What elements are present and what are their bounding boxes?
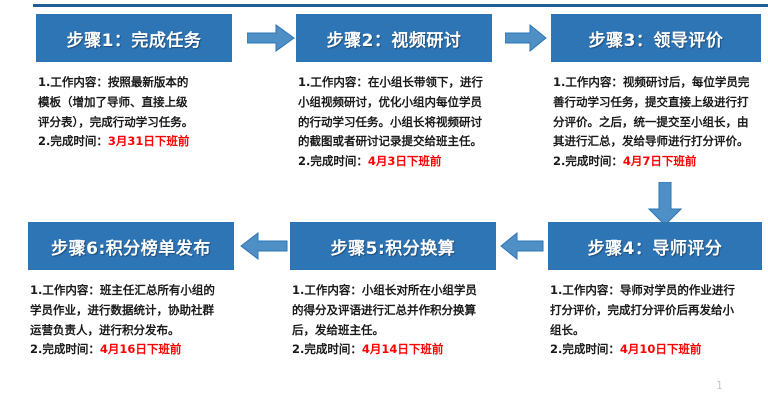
- step-6-title: 步骤6:积分榜单发布: [28, 222, 234, 270]
- arrow-right-step1-to-step2: [247, 24, 295, 52]
- step-2-title: 步骤2：视频研讨: [296, 14, 492, 62]
- step-3-body-line-2: 善行动学习任务，提交直接上级进行打: [553, 94, 749, 109]
- step-4-title: 步骤4：导师评分: [548, 222, 762, 270]
- step-6-due-line: 2.完成时间：4月16日下班前: [30, 340, 232, 360]
- arrow-down-step3-to-step4: [648, 182, 682, 226]
- step-5-title: 步骤5:积分换算: [290, 222, 496, 270]
- step-2-body-line-2: 小组视频研讨，优化小组内每位学员: [298, 94, 482, 109]
- step-5-body-line-3: 后，发给班主任。: [292, 322, 384, 337]
- step-1-title: 步骤1：完成任务: [36, 14, 232, 62]
- step-3-body-line-3: 分评价。之后，统一提交至小组长，由: [553, 114, 749, 129]
- step-card-6[interactable]: 步骤6:积分榜单发布 1.工作内容：班主任汇总所有小组的 学员作业，进行数据统计…: [28, 222, 234, 360]
- step-4-due-label: 2.完成时间：: [550, 342, 620, 357]
- step-card-5[interactable]: 步骤5:积分换算 1.工作内容：小组长对所在小组学员 的得分及评语进行汇总并作积…: [290, 222, 496, 360]
- arrow-right-step2-to-step3: [505, 24, 547, 52]
- step-3-due-label: 2.完成时间：: [553, 154, 623, 169]
- step-2-due-date: 4月3日下班前: [367, 154, 442, 169]
- step-6-due-label: 2.完成时间：: [30, 342, 100, 357]
- step-5-body-line-2: 的得分及评语进行汇总并作积分换算: [292, 302, 476, 317]
- step-6-body: 1.工作内容：班主任汇总所有小组的 学员作业，进行数据统计，协助社群 运营负责人…: [28, 270, 234, 360]
- step-4-body-line-3: 组长。: [550, 322, 585, 337]
- step-6-due-date: 4月16日下班前: [99, 342, 182, 357]
- step-1-body-line-3: 评分表），完成行动学习任务。: [38, 114, 194, 129]
- step-5-due-line: 2.完成时间：4月14日下班前: [292, 340, 494, 360]
- arrow-left-step4-to-step5: [500, 232, 544, 260]
- step-6-body-line-2: 学员作业，进行数据统计，协助社群: [30, 302, 214, 317]
- page-number: 1: [716, 379, 723, 392]
- step-1-body-line-2: 模板（增加了导师、直接上级: [38, 94, 188, 109]
- arrow-left-step5-to-step6: [240, 232, 288, 260]
- step-card-3[interactable]: 步骤3：领导评价 1.工作内容：视频研讨后，每位学员完 善行动学习任务，提交直接…: [551, 14, 761, 172]
- step-card-1[interactable]: 步骤1：完成任务 1.工作内容：按照最新版本的 模板（增加了导师、直接上级 评分…: [36, 14, 232, 152]
- step-1-due-line: 2.完成时间：3月31日下班前: [38, 132, 230, 152]
- step-3-body: 1.工作内容：视频研讨后，每位学员完 善行动学习任务，提交直接上级进行打 分评价…: [551, 62, 761, 172]
- step-5-body-line-1: 1.工作内容：小组长对所在小组学员: [292, 283, 477, 297]
- step-card-4[interactable]: 步骤4：导师评分 1.工作内容：导师对学员的作业进行 打分评价，完成打分评价后再…: [548, 222, 762, 360]
- top-divider-rule: [33, 4, 768, 7]
- step-2-body-line-4: 的截图或者研讨记录提交给班主任。: [298, 134, 482, 149]
- step-4-body: 1.工作内容：导师对学员的作业进行 打分评价，完成打分评价后再发给小 组长。 2…: [548, 270, 762, 360]
- step-3-title: 步骤3：领导评价: [551, 14, 761, 62]
- step-4-due-line: 2.完成时间：4月10日下班前: [550, 340, 760, 360]
- step-5-due-label: 2.完成时间：: [292, 342, 362, 357]
- step-6-body-line-1: 1.工作内容：班主任汇总所有小组的: [30, 283, 215, 297]
- step-1-body: 1.工作内容：按照最新版本的 模板（增加了导师、直接上级 评分表），完成行动学习…: [36, 62, 232, 152]
- step-5-body: 1.工作内容：小组长对所在小组学员 的得分及评语进行汇总并作积分换算 后，发给班…: [290, 270, 496, 360]
- step-3-body-line-1: 1.工作内容：视频研讨后，每位学员完: [553, 75, 750, 89]
- step-4-body-line-2: 打分评价，完成打分评价后再发给小: [550, 302, 734, 317]
- step-3-due-date: 4月7日下班前: [622, 154, 697, 169]
- step-3-due-line: 2.完成时间：4月7日下班前: [553, 152, 759, 172]
- step-2-body-line-3: 的行动学习任务。小组长将视频研讨: [298, 114, 482, 129]
- step-2-due-line: 2.完成时间：4月3日下班前: [298, 152, 490, 172]
- step-1-body-line-1: 1.工作内容：按照最新版本的: [38, 75, 189, 89]
- step-1-due-date: 3月31日下班前: [107, 134, 190, 149]
- step-2-body: 1.工作内容：在小组长带领下，进行 小组视频研讨，优化小组内每位学员 的行动学习…: [296, 62, 492, 172]
- step-3-body-line-4: 其进行汇总，发给导师进行打分评价。: [553, 134, 749, 149]
- step-1-due-label: 2.完成时间：: [38, 134, 108, 149]
- step-card-2[interactable]: 步骤2：视频研讨 1.工作内容：在小组长带领下，进行 小组视频研讨，优化小组内每…: [296, 14, 492, 172]
- step-2-body-line-1: 1.工作内容：在小组长带领下，进行: [298, 75, 483, 89]
- step-4-body-line-1: 1.工作内容：导师对学员的作业进行: [550, 283, 735, 297]
- step-2-due-label: 2.完成时间：: [298, 154, 368, 169]
- step-6-body-line-3: 运营负责人，进行积分发布。: [30, 322, 180, 337]
- step-4-due-date: 4月10日下班前: [619, 342, 702, 357]
- step-5-due-date: 4月14日下班前: [361, 342, 444, 357]
